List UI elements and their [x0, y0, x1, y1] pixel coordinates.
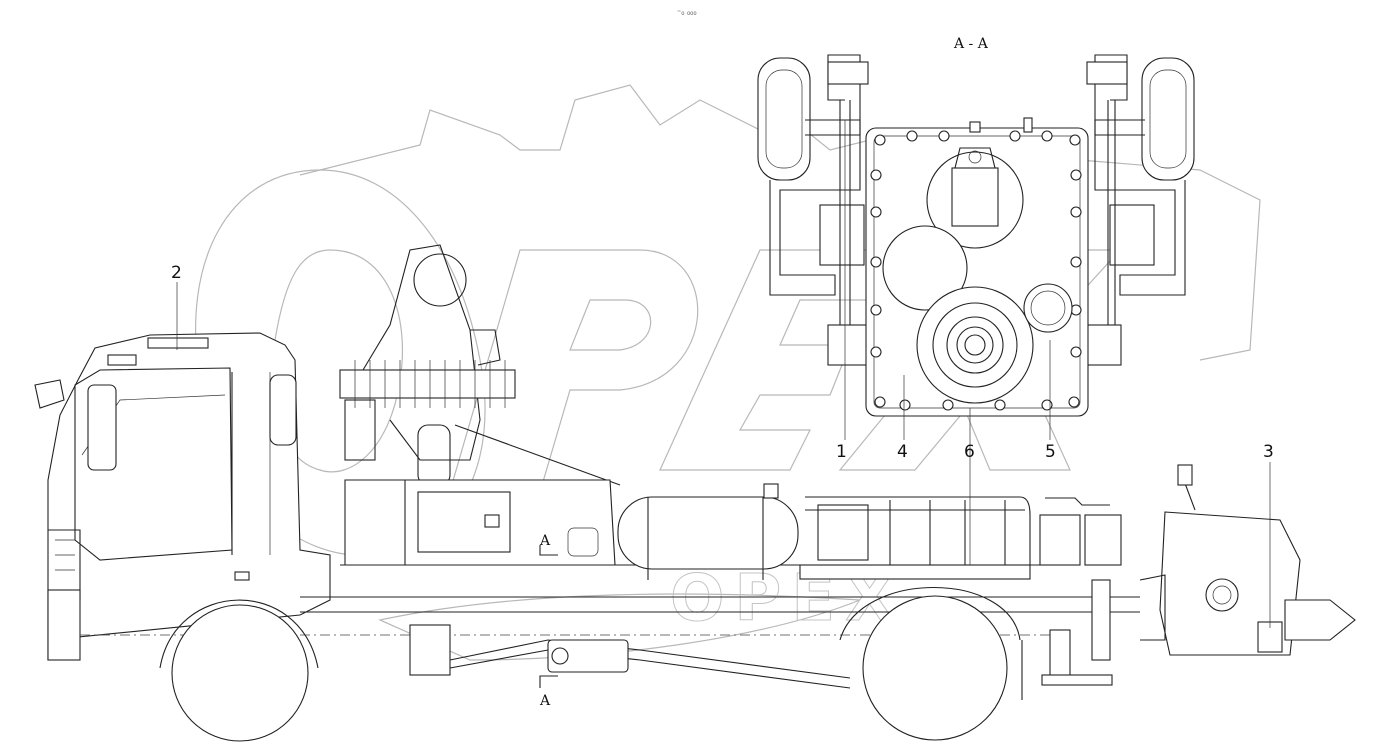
pump-inlet: [1205, 578, 1239, 612]
water-tank: [617, 496, 799, 570]
section-title: A - A: [953, 36, 989, 52]
housing-bolts: [870, 130, 1082, 411]
front-wheel-arch: [159, 599, 319, 669]
callout-4: 4: [897, 442, 908, 462]
truck-cab: [47, 332, 331, 660]
right-tyre: [1141, 57, 1195, 181]
left-tyre: [757, 57, 811, 181]
outrigger-block: [1039, 514, 1081, 566]
section-cut-lower: [539, 675, 558, 688]
truck-side-view: [34, 244, 1356, 742]
concrete-pump-hopper: [1159, 511, 1301, 656]
watermark-letter-p: [429, 249, 699, 561]
transfer-case: [547, 639, 629, 673]
front-bumper: [47, 589, 81, 661]
callout-2: 2: [171, 263, 182, 283]
header-mark: ⁼₀ ₀₀₀: [677, 8, 697, 17]
side-mirror: [34, 379, 65, 409]
section-cut-upper: [539, 545, 558, 556]
section-cut-markers: A A: [539, 533, 558, 709]
section-view-a-a: A - A: [757, 36, 1195, 417]
section-marker-lower: A: [539, 693, 551, 709]
outrigger-foot: [1041, 674, 1113, 686]
valve-block: [339, 369, 516, 399]
left-damper-bracket: [819, 204, 865, 266]
callout-labels: 1 2 3 4 5 6: [171, 263, 1274, 462]
right-damper-bracket: [1109, 204, 1155, 266]
section-marker-upper: A: [539, 533, 551, 549]
callout-5: 5: [1045, 442, 1056, 462]
guard-rail: [805, 496, 1031, 565]
callout-3: 3: [1263, 442, 1274, 462]
leader-lines: [176, 120, 1271, 628]
control-cabinet: [417, 491, 511, 553]
cab-steps: [269, 374, 297, 446]
rear-wheel-arch: [839, 586, 1021, 641]
rear-wheel: [862, 595, 1008, 741]
front-wheel: [171, 604, 309, 742]
outrigger-leg: [1091, 579, 1111, 661]
output-shaft-flange: [916, 286, 1034, 404]
idler-gear: [882, 225, 968, 311]
callout-6: 6: [964, 442, 975, 462]
callout-1: 1: [836, 442, 847, 462]
outlet-pipe: [1284, 599, 1356, 641]
